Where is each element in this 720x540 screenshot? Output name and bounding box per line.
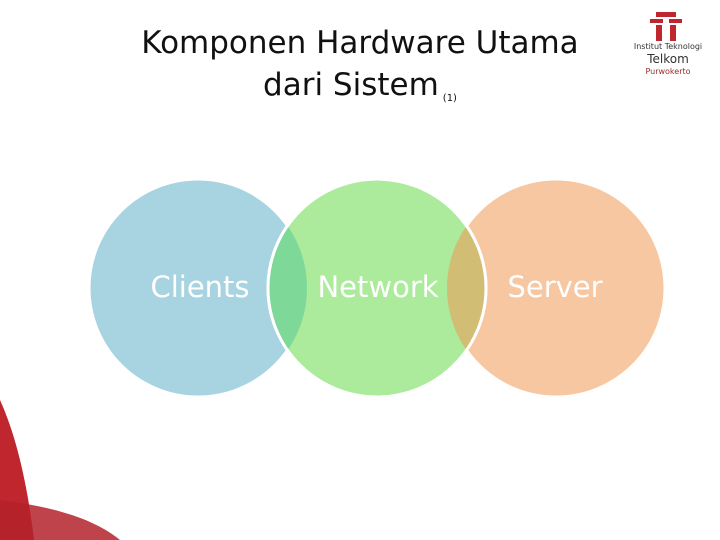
title-line-2: dari Sistem(1) bbox=[60, 64, 660, 114]
venn-label-server: Server bbox=[507, 270, 603, 304]
slide-title: Komponen Hardware Utama dari Sistem(1) bbox=[60, 22, 660, 114]
venn-label-network: Network bbox=[317, 270, 439, 304]
title-line-2-text: dari Sistem bbox=[263, 67, 439, 103]
venn-label-clients: Clients bbox=[150, 270, 250, 304]
telkom-logo-icon bbox=[650, 12, 682, 41]
red-corner-shadow bbox=[0, 500, 120, 540]
title-reference: (1) bbox=[442, 93, 457, 104]
venn-network-outline bbox=[266, 177, 488, 399]
logo-telkom-text: Telkom bbox=[647, 52, 689, 66]
title-line-1: Komponen Hardware Utama bbox=[141, 25, 579, 61]
logo-city-text: Purwokerto bbox=[645, 67, 691, 76]
logo-institute-text: Institut Teknologi bbox=[633, 42, 703, 51]
